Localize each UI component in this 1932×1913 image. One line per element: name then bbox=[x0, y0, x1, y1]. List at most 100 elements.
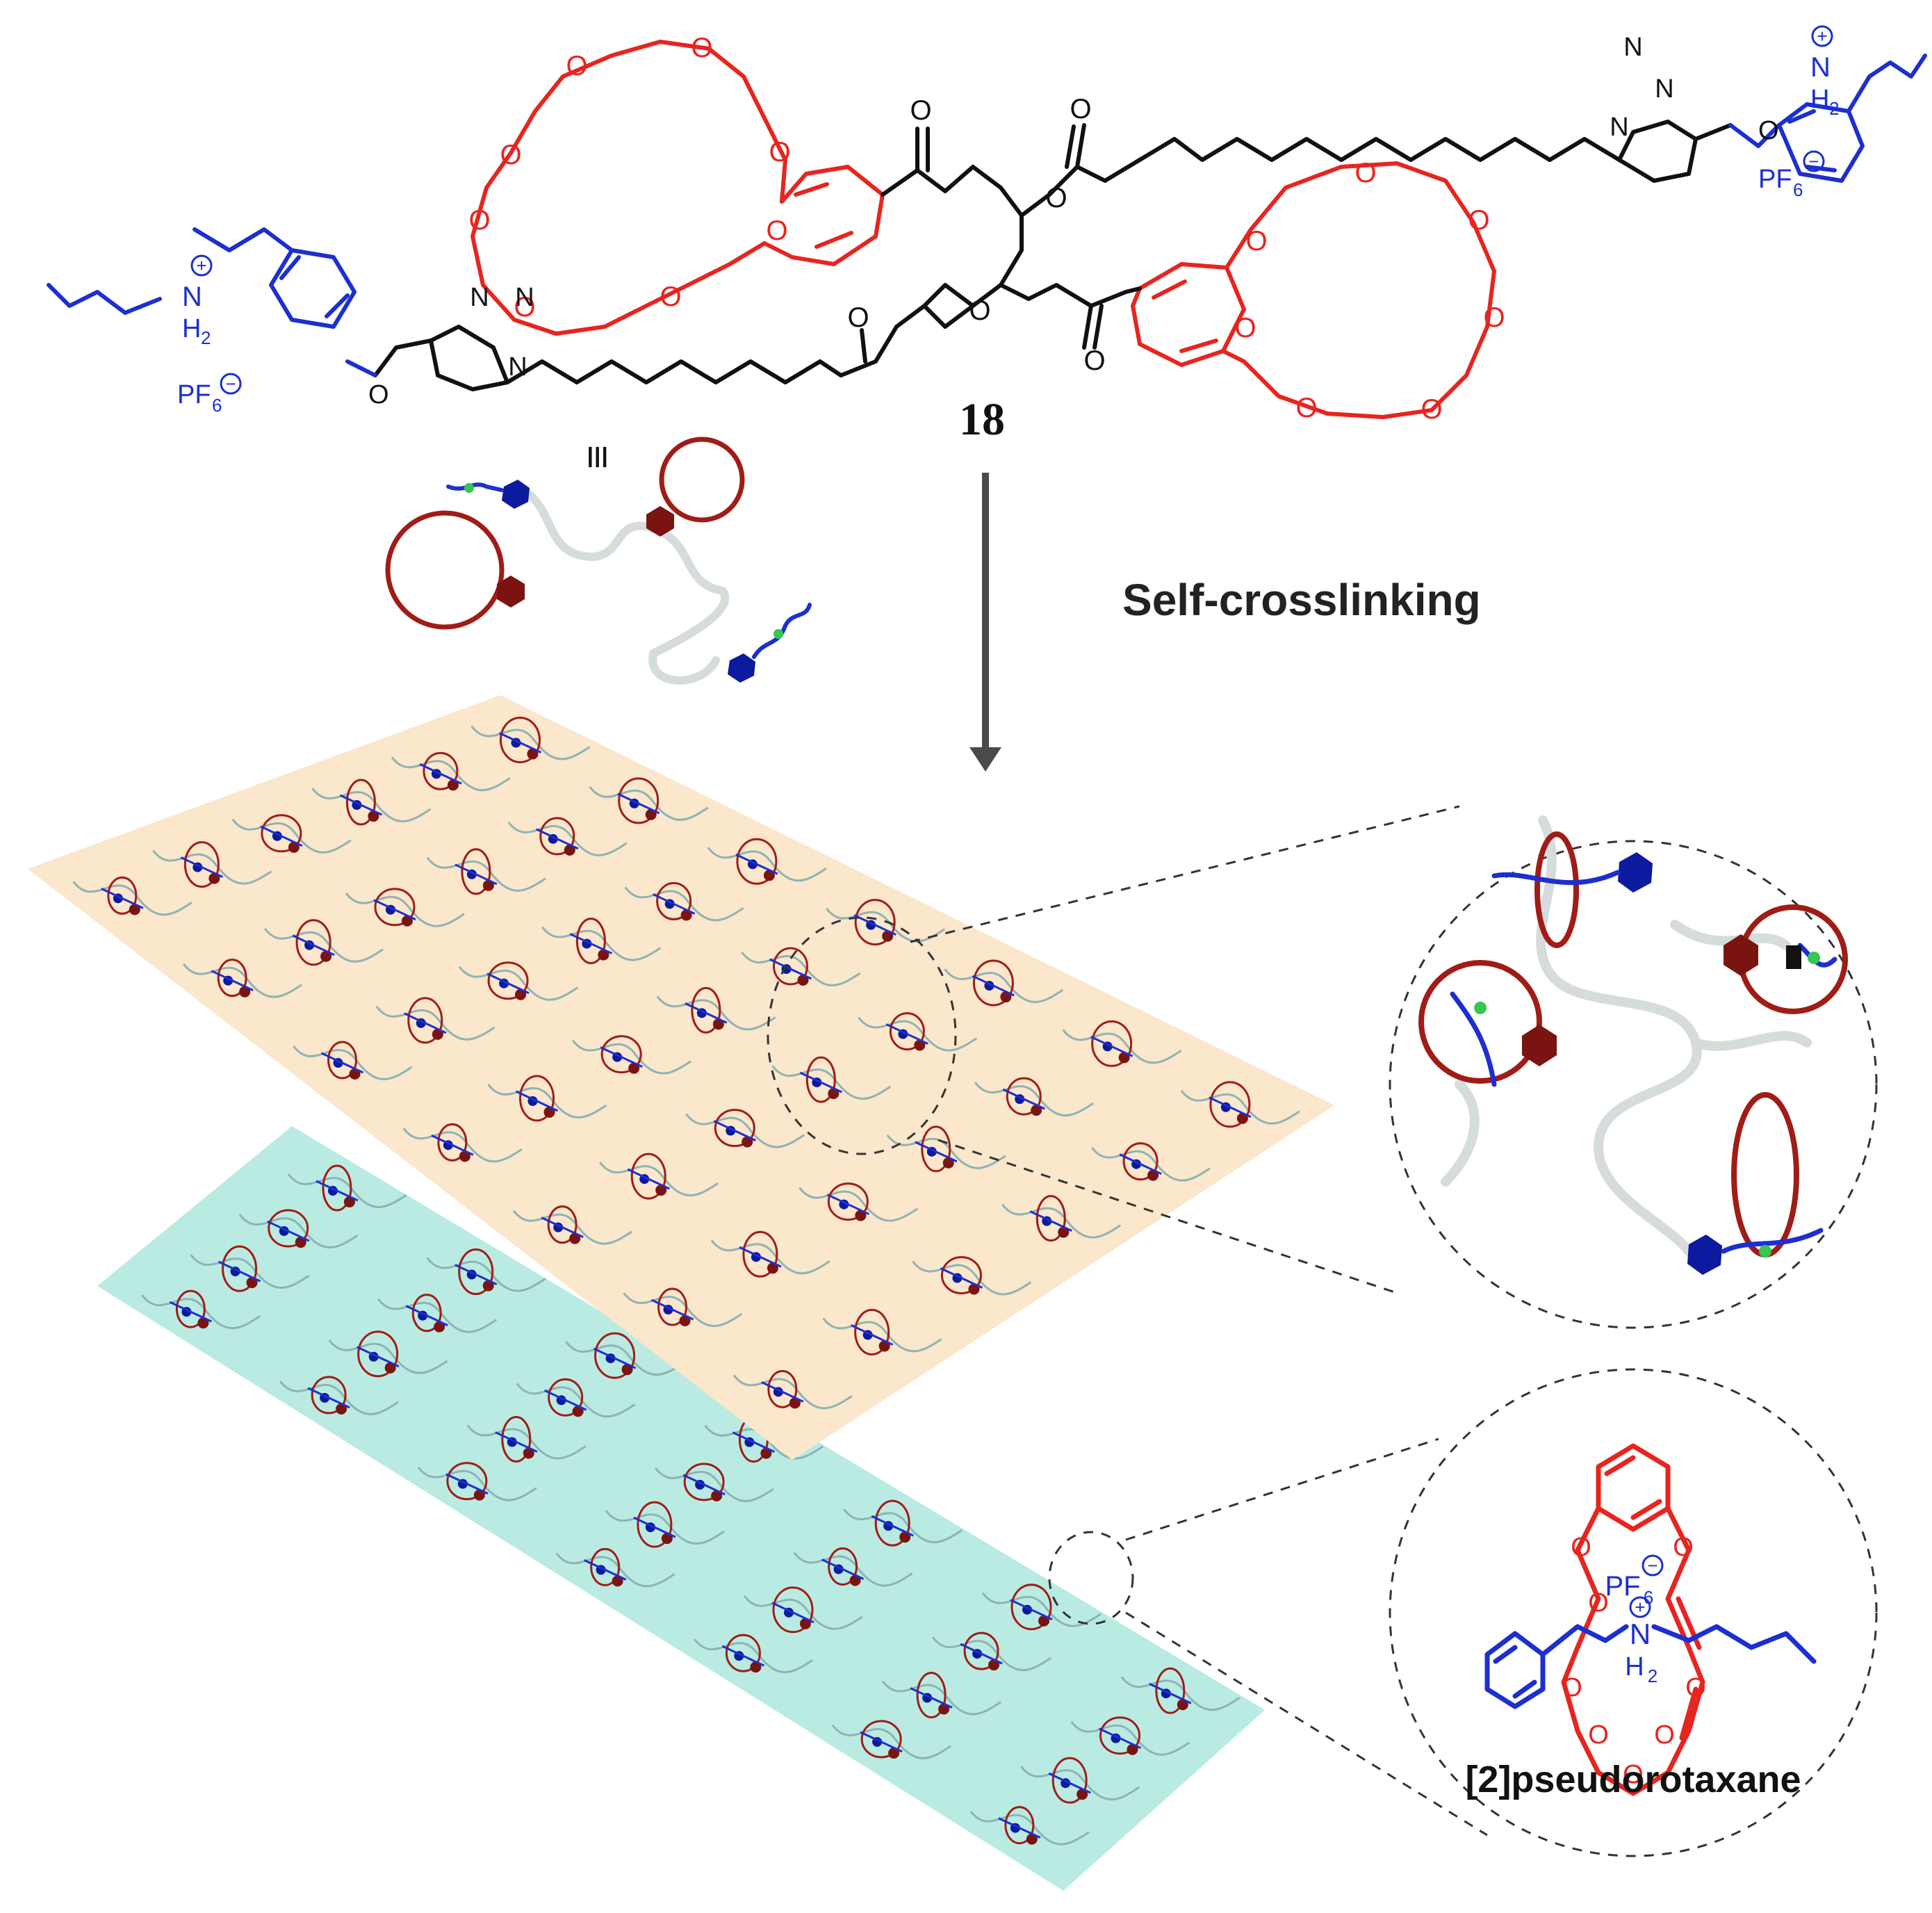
benzo-hexagon bbox=[320, 950, 332, 962]
network-unit bbox=[238, 1209, 359, 1248]
negative-charge: − bbox=[225, 373, 236, 394]
crown-ring-cartoon bbox=[827, 1182, 869, 1221]
benzo-hexagon bbox=[661, 1533, 673, 1545]
counterion-count: 6 bbox=[1644, 1587, 1653, 1608]
network-unit bbox=[944, 959, 1064, 1007]
reaction-arrow bbox=[969, 473, 1001, 772]
network-unit bbox=[293, 1041, 413, 1080]
network-unit bbox=[555, 1547, 676, 1588]
network-unit bbox=[182, 959, 302, 998]
oxygen-atom: O bbox=[1295, 393, 1317, 423]
ion-dot bbox=[1759, 1245, 1771, 1257]
benzo-hexagon bbox=[343, 1196, 355, 1208]
benzo-hexagon bbox=[1026, 1833, 1038, 1845]
benzo-hexagon bbox=[645, 808, 657, 820]
network-unit bbox=[743, 1586, 863, 1634]
network-unit bbox=[1180, 1081, 1300, 1128]
oxygen-atom: O bbox=[969, 295, 990, 326]
network-unit bbox=[152, 841, 272, 888]
nitrogen-atom: N bbox=[1655, 74, 1673, 104]
monomer-cartoon bbox=[385, 437, 812, 685]
benzo-hexagon bbox=[208, 872, 220, 884]
benzo-hexagon bbox=[1724, 934, 1758, 976]
crown-ring-cartoon bbox=[657, 1287, 687, 1326]
crown-ring-cartoon bbox=[1418, 960, 1542, 1084]
network-unit bbox=[969, 1806, 1090, 1846]
network-unit bbox=[886, 1125, 1006, 1173]
network-unit bbox=[981, 1584, 1102, 1631]
negative-charge-icon bbox=[220, 373, 242, 395]
benzo-hexagon bbox=[515, 988, 527, 1000]
oxygen-atom: O bbox=[1758, 116, 1779, 145]
network-unit bbox=[605, 1501, 725, 1548]
counterion: PF bbox=[1758, 165, 1792, 194]
oxygen-atom: O bbox=[500, 140, 521, 170]
benzo-hexagon bbox=[628, 1062, 640, 1074]
zoom-label: [2]pseudorotaxane bbox=[1465, 1759, 1801, 1800]
crown-ring-cartoon bbox=[423, 751, 459, 790]
crown-ring-cartoon bbox=[345, 779, 376, 826]
crown-ring-cartoon bbox=[458, 1248, 494, 1296]
top-network-sheet bbox=[28, 695, 1334, 1460]
benzo-hexagon bbox=[401, 915, 413, 927]
network-unit bbox=[1062, 1020, 1182, 1067]
crown-ring-cartoon bbox=[854, 1308, 890, 1356]
benzo-hexagon bbox=[799, 1618, 811, 1629]
magnified-cartoon bbox=[1418, 815, 1848, 1275]
oxygen-atom: O bbox=[514, 292, 535, 323]
axle-segment bbox=[1786, 945, 1801, 969]
crown-ring-cartoon bbox=[357, 1330, 399, 1378]
oxygen-atom: O bbox=[1468, 205, 1489, 236]
crown-ring-cartoon bbox=[487, 961, 529, 1000]
network-unit bbox=[391, 751, 511, 792]
oxygen-atom: O bbox=[660, 282, 681, 312]
crown-ring-cartoon bbox=[1534, 831, 1579, 948]
network-unit bbox=[694, 1634, 814, 1673]
benzo-hexagon bbox=[482, 879, 494, 891]
crown-ring-cartoon bbox=[860, 1720, 902, 1759]
benzo-hexagon bbox=[680, 909, 692, 921]
oxygen-atom: O bbox=[1562, 1673, 1582, 1702]
crown-ring-cartoon bbox=[539, 817, 575, 856]
benzo-hexagon bbox=[598, 949, 609, 961]
crown-ring-cartoon bbox=[921, 1125, 951, 1173]
crown-ring-cartoon bbox=[217, 959, 247, 998]
magnified-view-bottom bbox=[1389, 1368, 1878, 1857]
network-unit bbox=[623, 1287, 743, 1327]
network-unit bbox=[279, 1376, 399, 1415]
benzo-hexagon bbox=[239, 986, 251, 998]
ion-dot bbox=[773, 629, 783, 639]
positive-charge: + bbox=[1817, 26, 1827, 47]
benzo-hexagon bbox=[432, 1028, 443, 1040]
crown-ring-cartoon bbox=[1004, 1806, 1035, 1845]
network-unit bbox=[507, 817, 628, 856]
benzo-hexagon bbox=[938, 1703, 950, 1715]
guest-arm-left bbox=[47, 227, 377, 377]
crown-ring-cartoon bbox=[637, 1501, 673, 1548]
network-unit bbox=[707, 838, 827, 885]
benzo-hexagon bbox=[349, 1068, 361, 1080]
benzo-hexagon bbox=[646, 506, 674, 537]
triazole-left bbox=[373, 325, 509, 391]
oxygen-atom: O bbox=[468, 205, 490, 236]
network-unit bbox=[328, 1330, 448, 1378]
bottom-network-motifs bbox=[141, 1164, 1241, 1846]
network-unit bbox=[263, 919, 384, 966]
network-unit bbox=[402, 1123, 523, 1163]
zoom-region-top bbox=[767, 916, 957, 1155]
ammonium-left: N H 2 + O PF 6 − bbox=[177, 254, 389, 416]
oxygen-atom: O bbox=[1483, 302, 1505, 333]
network-unit bbox=[1070, 1716, 1190, 1756]
oxygen-atom: O bbox=[1421, 394, 1442, 425]
benzo-hexagon bbox=[1076, 1789, 1088, 1800]
oxygen-atom: O bbox=[1673, 1533, 1694, 1562]
ammonium-nitrogen: N bbox=[1810, 52, 1831, 83]
benzo-hexagon bbox=[888, 1747, 900, 1759]
crown-ring-cartoon bbox=[1010, 1584, 1052, 1631]
oxygen-atom: O bbox=[1685, 1673, 1706, 1702]
benzo-hexagon bbox=[1031, 1105, 1042, 1116]
crown-ring-cartoon bbox=[1122, 1142, 1159, 1181]
crown-left-oxygens: O O O O O O O O bbox=[468, 33, 790, 323]
network-unit bbox=[793, 1547, 913, 1587]
benzo-hexagon bbox=[849, 1574, 861, 1586]
